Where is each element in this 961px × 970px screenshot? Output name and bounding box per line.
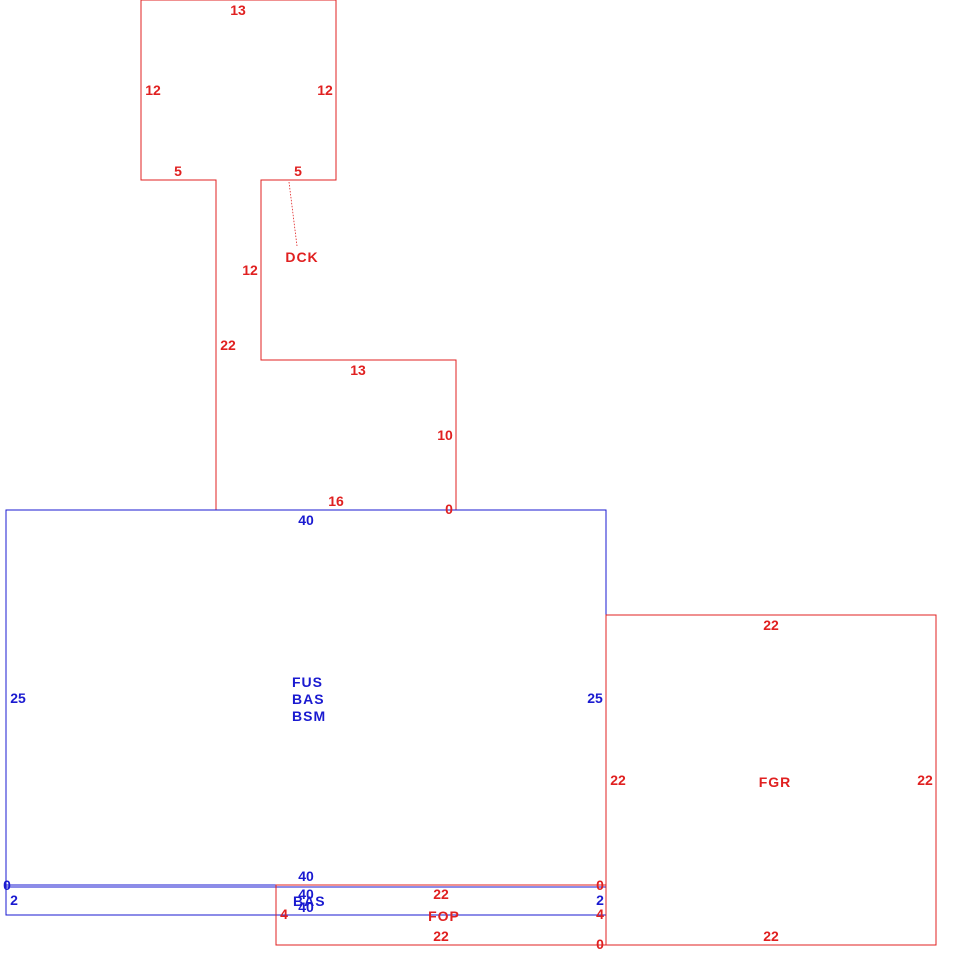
- dim-garage-left: 22: [610, 772, 626, 788]
- dim-strip-zero-right: 0: [596, 877, 604, 893]
- dim-porch-zero: 0: [596, 936, 604, 952]
- dim-deck-zero: 0: [445, 501, 453, 517]
- dim-strip-zero-left: 0: [3, 877, 11, 893]
- label-fgr: FGR: [759, 774, 792, 790]
- label-dck: DCK: [285, 249, 318, 265]
- dim-garage-right: 22: [917, 772, 933, 788]
- dim-strip-right: 2: [596, 892, 604, 908]
- label-bas-strip: BAS: [293, 893, 326, 909]
- dim-porch-left: 4: [280, 906, 288, 922]
- dim-strip-bottom: 40: [298, 899, 314, 915]
- dim-main-right: 25: [587, 690, 603, 706]
- label-bsm: BSM: [292, 708, 326, 724]
- garage-outline[interactable]: [605, 614, 937, 946]
- label-bas: BAS: [292, 691, 325, 707]
- dim-porch-bottom: 22: [433, 928, 449, 944]
- dim-deck-mid: 13: [350, 362, 366, 378]
- dim-deck-stem: 22: [220, 337, 236, 353]
- dim-strip-left: 2: [10, 892, 18, 908]
- dim-porch-right: 4: [596, 906, 604, 922]
- dim-main-top: 40: [298, 512, 314, 528]
- dim-deck-top: 13: [230, 2, 246, 18]
- deck-leader-line: [288, 181, 298, 247]
- dim-deck-right: 12: [317, 82, 333, 98]
- dim-main-bottom: 40: [298, 868, 314, 884]
- dim-deck-right-lower: 10: [437, 427, 453, 443]
- dim-strip-top: 40: [298, 886, 314, 902]
- dim-porch-top: 22: [433, 886, 449, 902]
- dim-deck-inner-left: 12: [242, 262, 258, 278]
- dim-deck-step-left: 5: [174, 163, 182, 179]
- dim-deck-step-right: 5: [294, 163, 302, 179]
- dim-garage-bottom: 22: [763, 928, 779, 944]
- dim-deck-left: 12: [145, 82, 161, 98]
- deck-outline[interactable]: [140, 0, 457, 510]
- dim-deck-bottom: 16: [328, 493, 344, 509]
- label-fop: FOP: [428, 908, 460, 924]
- dim-garage-top: 22: [763, 617, 779, 633]
- dim-main-left: 25: [10, 690, 26, 706]
- label-fus: FUS: [292, 674, 323, 690]
